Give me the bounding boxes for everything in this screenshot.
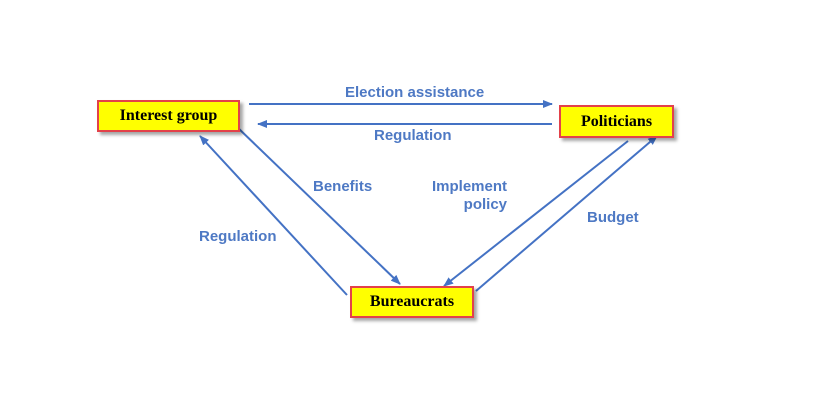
node-politicians: Politicians: [559, 105, 674, 138]
label-budget: Budget: [587, 209, 639, 226]
arrow-regulation-bureaucrats-to-interest: [199, 135, 348, 296]
label-regulation-politicians-to-interest: Regulation: [374, 127, 452, 144]
label-implement-policy: Implement policy: [432, 178, 507, 214]
label-implement-policy-line2: policy: [463, 196, 508, 213]
node-interest-group: Interest group: [97, 100, 240, 132]
label-benefits: Benefits: [313, 178, 373, 195]
label-election-assistance: Election assistance: [345, 84, 485, 101]
label-implement-policy-line1: Implement: [432, 178, 508, 195]
arrow-implement-policy: [443, 140, 629, 287]
arrow-benefits: [235, 125, 401, 285]
label-regulation-bureaucrats-to-interest: Regulation: [199, 228, 277, 245]
node-bureaucrats: Bureaucrats: [350, 286, 474, 318]
arrow-budget: [475, 135, 658, 292]
